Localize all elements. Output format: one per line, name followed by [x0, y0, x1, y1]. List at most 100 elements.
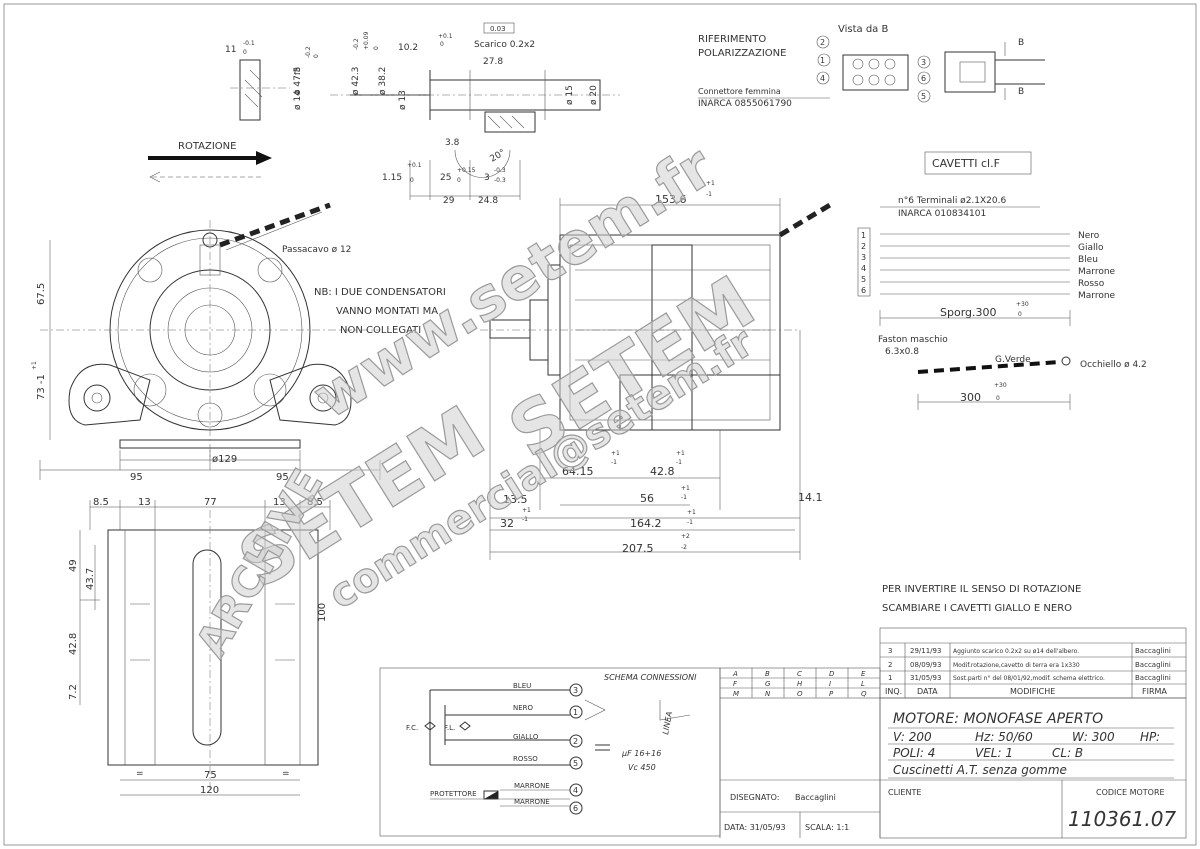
cavetti-title: CAVETTI cl.F — [932, 157, 1000, 170]
fc-label: F.C. — [406, 724, 418, 732]
connector-detail: Vista da B RIFERIMENTO POLARIZZAZIONE Co… — [698, 24, 1045, 109]
bottom-view: 8.5 13 77 13 8.5 49 43.7 100 42.8 7.2 = … — [68, 497, 331, 796]
data-label: DATA: 31/05/93 — [724, 823, 786, 832]
scala-label: SCALA: 1:1 — [805, 823, 849, 832]
dim-tol: 0 — [1018, 311, 1022, 318]
rev-header-mod: MODIFICHE — [1010, 687, 1055, 696]
dim-20deg: 20° — [489, 148, 508, 165]
grid-cell: P — [829, 690, 834, 698]
dim-77: 77 — [204, 497, 217, 508]
dim-tol: -0.3 — [494, 167, 506, 174]
linea-label: LINEA — [661, 711, 674, 736]
grid-cell: D — [829, 670, 835, 678]
cable-marrone-2: Marrone — [1078, 291, 1116, 301]
rev-date: 31/05/93 — [910, 674, 941, 682]
arrow-right-icon — [256, 151, 272, 165]
dim-10-2: 10.2 — [398, 43, 418, 53]
dim-tol: +0.09 — [363, 31, 370, 50]
dim-tol: -1 — [676, 459, 682, 466]
dim-tol: +1 — [681, 485, 690, 492]
dim-tol: 0 — [457, 177, 461, 184]
polarizzazione-label: POLARIZZAZIONE — [698, 48, 786, 59]
cable-rosso: Rosso — [1078, 279, 1105, 289]
dim-20: ø 20 — [589, 85, 599, 105]
dim-tol: 0 — [373, 46, 380, 50]
dim-42-8: 42.8 — [650, 465, 675, 478]
pin-5: 5 — [921, 92, 926, 101]
rev-desc: Modif.rotazione,cavetto di terra era 1x3… — [953, 662, 1080, 669]
disegnato-name: Baccaglini — [795, 793, 836, 802]
dim-8-5-right: 8.5 — [307, 497, 323, 508]
dim-11: 11 — [225, 45, 236, 55]
cable-num: 5 — [861, 275, 866, 284]
cable-marrone: Marrone — [1078, 267, 1116, 277]
rev-header-n: INQ. — [885, 687, 902, 696]
dim-7-2: 7.2 — [68, 684, 79, 700]
spec-hz: Hz: 50/60 — [975, 730, 1033, 744]
grid-cell: G — [765, 680, 771, 688]
dim-tol: -1 — [522, 516, 528, 523]
dim-95-left: 95 — [130, 472, 143, 483]
dim-tol: +1 — [31, 361, 38, 370]
cliente-label: CLIENTE — [888, 788, 921, 797]
schema-connessioni: SCHEMA CONNESSIONI 3 1 2 5 BLEU NERO GIA… — [379, 667, 721, 837]
dim-32: 32 — [500, 517, 514, 530]
pin-2: 2 — [820, 38, 825, 47]
dim-1-15: 1.15 — [382, 173, 402, 183]
grid-cell: A — [732, 670, 738, 678]
grid-cell: Q — [861, 690, 867, 698]
pin-6: 6 — [921, 74, 926, 83]
invert-note-line2: SCAMBIARE I CAVETTI GIALLO E NERO — [882, 603, 1072, 614]
dim-300: 300 — [960, 391, 981, 404]
dim-27-8: 27.8 — [483, 57, 503, 67]
dim-tol: +1 — [676, 450, 685, 457]
dim-129: ø129 — [212, 454, 237, 465]
rev-header-data: DATA — [917, 687, 938, 696]
cap-label: µF 16+16 — [621, 749, 661, 758]
cable-num: 3 — [861, 253, 866, 262]
passacavo-label: Passacavo ø 12 — [282, 245, 351, 255]
pin-1: 1 — [820, 56, 825, 65]
dim-eq-left: = — [136, 769, 144, 779]
dim-tol: +2 — [681, 533, 690, 540]
shaft-detail: 11 -0.1 0 ø 47.5 -0.2 0 ø 42.3 -0.2 +0.0… — [225, 22, 620, 206]
rev-n: 3 — [888, 647, 892, 655]
dim-tol: -1 — [706, 191, 712, 198]
cable-bleu: Bleu — [1078, 255, 1098, 265]
dim-tol: -2 — [681, 544, 687, 551]
grid-cell: O — [797, 690, 803, 698]
dim-tol: 0 — [410, 177, 414, 184]
sporg-label: Sporg.300 — [940, 306, 997, 319]
codice-motore: 110361.07 — [1068, 807, 1176, 831]
dim-42-8: 42.8 — [68, 633, 79, 655]
prot-num-4: 4 — [573, 786, 578, 795]
cable-nero: Nero — [1078, 231, 1100, 241]
wire-num-2: 2 — [573, 737, 578, 746]
grid-cell: E — [861, 670, 866, 678]
dim-tol: +1 — [522, 507, 531, 514]
terminali-label: n°6 Terminali ø2.1X20.6 — [898, 196, 1006, 206]
dim-3-8: 3.8 — [445, 138, 460, 148]
dim-100: 100 — [317, 603, 328, 622]
riferimento-label: RIFERIMENTO — [698, 34, 766, 45]
dim-tol: 0 — [313, 54, 320, 58]
rev-firma: Baccaglini — [1135, 647, 1171, 655]
cable-num: 4 — [861, 264, 866, 273]
cable-giallo: Giallo — [1078, 243, 1104, 253]
codice-label: CODICE MOTORE — [1096, 788, 1165, 797]
wire-giallo: GIALLO — [513, 733, 539, 741]
rev-n: 1 — [888, 674, 892, 682]
rev-header-firma: FIRMA — [1142, 687, 1167, 696]
dim-14: ø 14 — [293, 90, 303, 110]
dim-164-2: 164.2 — [630, 517, 662, 530]
dim-f8: f8 — [293, 67, 302, 75]
dim-14-1: 14.1 — [798, 491, 823, 504]
rotation-indicator: ROTAZIONE — [148, 141, 272, 183]
grid-cell: I — [829, 680, 831, 688]
dim-120: 120 — [200, 785, 219, 796]
dim-tol: +30 — [1016, 301, 1029, 308]
front-view: 67.5 +1 73 -1 95 ø129 95 Passacavo ø 12 … — [31, 202, 446, 483]
note-nb-line3: NON COLLEGATI — [340, 325, 421, 336]
terminali-code: INARCA 010834101 — [898, 209, 986, 219]
dim-25: 25 — [440, 173, 451, 183]
